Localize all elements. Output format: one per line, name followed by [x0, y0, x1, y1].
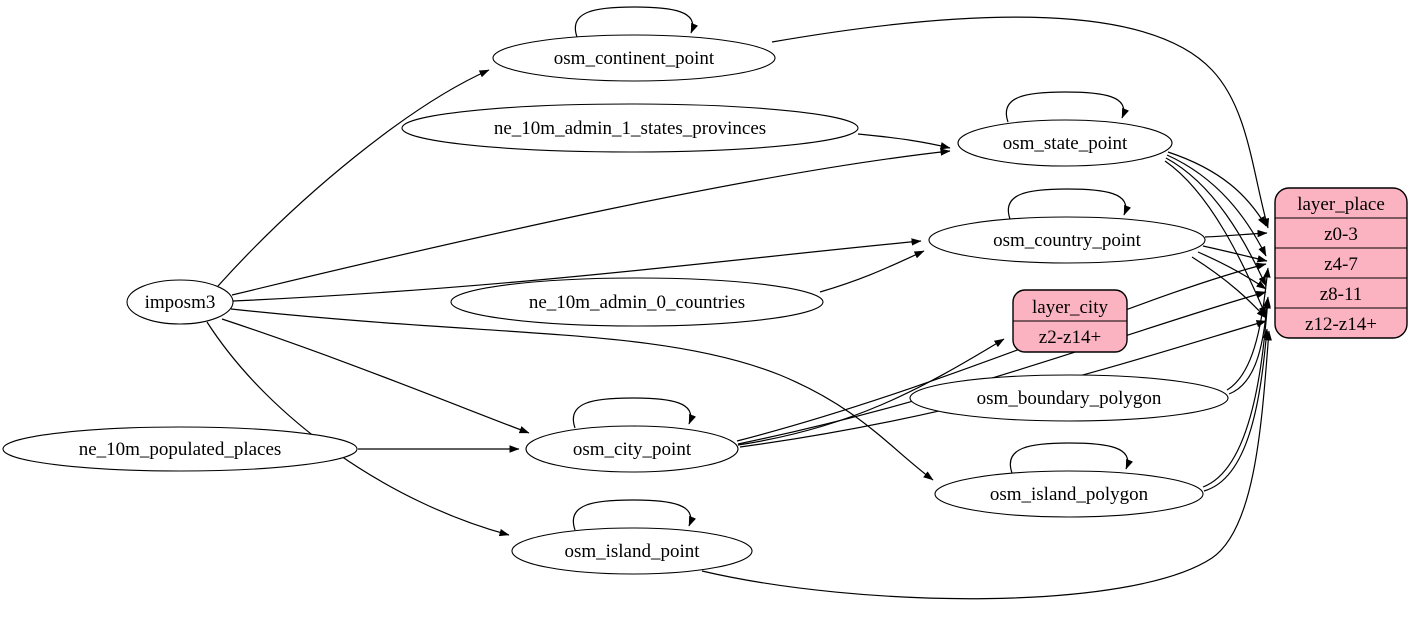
node-osm_country_point-shape: [928, 216, 1206, 264]
edge-osm_island_point-self-loop: [572, 499, 697, 531]
node-osm_island_point-label: osm_island_point: [564, 541, 700, 562]
edge-osm_city_point--layer_city-z2-z14: [737, 338, 1005, 446]
edge-ne_10m_admin_0_countries--osm_country_point: [819, 250, 925, 293]
node-osm_continent_point-shape: [492, 34, 776, 82]
node-layer_place-shape: [1274, 187, 1408, 339]
record-layer_place-row-z12-z14: z12-z14+: [1305, 314, 1377, 335]
edge-layer: [206, 6, 1272, 600]
edge-imposm3--osm_city_point: [221, 318, 530, 434]
edge-osm_country_point-self-loop: [1007, 188, 1132, 220]
edge-osm_continent_point--layer_place-z0-3: [771, 16, 1270, 229]
record-layer_place-title: layer_place: [1297, 194, 1385, 215]
edge-osm_island_polygon--layer_place-z8-11: [1202, 298, 1271, 488]
node-imposm3-shape: [126, 279, 234, 325]
edge-osm_country_point--layer_place-z4-7: [1202, 245, 1268, 263]
node-ne_10m_admin_1_states_provinces: ne_10m_admin_1_states_provinces: [401, 103, 859, 153]
edge-ne_10m_admin_1_states_provinces--osm_state_point: [857, 133, 951, 150]
edge-osm_country_point--layer_place-z8-11: [1197, 251, 1267, 290]
node-osm_state_point: osm_state_point: [957, 119, 1173, 167]
edge-imposm3--osm_country_point: [232, 238, 922, 302]
node-osm_island_point: osm_island_point: [511, 527, 753, 575]
edge-osm_island_point--layer_place-z12-z14: [701, 330, 1272, 600]
node-imposm3: imposm3: [126, 279, 234, 325]
node-osm_state_point-label: osm_state_point: [1003, 133, 1128, 154]
node-osm_boundary_polygon-label: osm_boundary_polygon: [977, 388, 1162, 409]
node-osm_island_polygon-label: osm_island_polygon: [990, 484, 1149, 505]
edge-osm_boundary_polygon--layer_place-z4-7: [1226, 267, 1271, 391]
edge-imposm3--osm_state_point: [231, 148, 951, 296]
edge-osm_continent_point-self-loop: [574, 6, 699, 38]
edge-osm_city_point-self-loop: [572, 397, 697, 429]
node-ne_10m_populated_places-label: ne_10m_populated_places: [79, 439, 282, 460]
edge-osm_country_point--layer_place-z0-3: [1204, 229, 1268, 238]
node-ne_10m_populated_places-shape: [2, 426, 358, 472]
node-osm_country_point: osm_country_point: [928, 216, 1206, 264]
edge-imposm3--osm_continent_point: [217, 69, 490, 287]
node-osm_island_polygon: osm_island_polygon: [934, 470, 1204, 518]
edge-osm_island_polygon--layer_place-z12-z14: [1203, 328, 1270, 492]
node-osm_boundary_polygon: osm_boundary_polygon: [909, 374, 1229, 422]
record-layer_place-row-z0-3: z0-3: [1324, 224, 1358, 245]
edge-osm_state_point-self-loop: [1005, 91, 1130, 123]
node-osm_state_point-shape: [957, 119, 1173, 167]
node-osm_city_point: osm_city_point: [525, 425, 739, 473]
node-ne_10m_admin_0_countries: ne_10m_admin_0_countries: [450, 277, 824, 327]
node-osm_boundary_polygon-shape: [909, 374, 1229, 422]
node-osm_city_point-shape: [525, 425, 739, 473]
node-osm_country_point-label: osm_country_point: [993, 230, 1141, 251]
node-layer_place: layer_place z0-3 z4-7 z8-11 z12-z14+: [1274, 187, 1408, 339]
node-ne_10m_admin_1_states_provinces-label: ne_10m_admin_1_states_provinces: [494, 118, 766, 139]
node-ne_10m_populated_places: ne_10m_populated_places: [2, 426, 358, 472]
edge-imposm3--osm_island_polygon: [230, 308, 934, 481]
record-layer_place-row-z4-7: z4-7: [1324, 254, 1358, 275]
edge-osm_city_point--layer_place-z8-11: [737, 290, 1267, 445]
node-ne_10m_admin_1_states_provinces-shape: [401, 103, 859, 153]
edge-osm_state_point--layer_place-z8-11: [1165, 157, 1267, 287]
node-layer_city: layer_city z2-z14+: [1012, 289, 1128, 353]
node-osm_city_point-label: osm_city_point: [573, 439, 692, 460]
record-layer_place-row-z8-11: z8-11: [1320, 284, 1363, 305]
node-osm_continent_point: osm_continent_point: [492, 34, 776, 82]
record-layer_city-row-z2-z14: z2-z14+: [1039, 327, 1101, 348]
edge-osm_state_point--layer_place-z4-7: [1166, 154, 1267, 257]
node-osm_island_polygon-shape: [934, 470, 1204, 518]
node-ne_10m_admin_0_countries-shape: [450, 277, 824, 327]
record-layer_city-title: layer_city: [1032, 297, 1108, 318]
edge-osm_island_polygon-self-loop: [1009, 442, 1134, 474]
edge-osm_state_point--layer_place-z0-3: [1167, 151, 1267, 227]
node-osm_continent_point-label: osm_continent_point: [554, 48, 715, 69]
node-osm_island_point-shape: [511, 527, 753, 575]
node-imposm3-label: imposm3: [145, 292, 216, 313]
node-ne_10m_admin_0_countries-label: ne_10m_admin_0_countries: [529, 292, 745, 313]
edge-osm_country_point--layer_place-z12-z14: [1191, 256, 1267, 319]
